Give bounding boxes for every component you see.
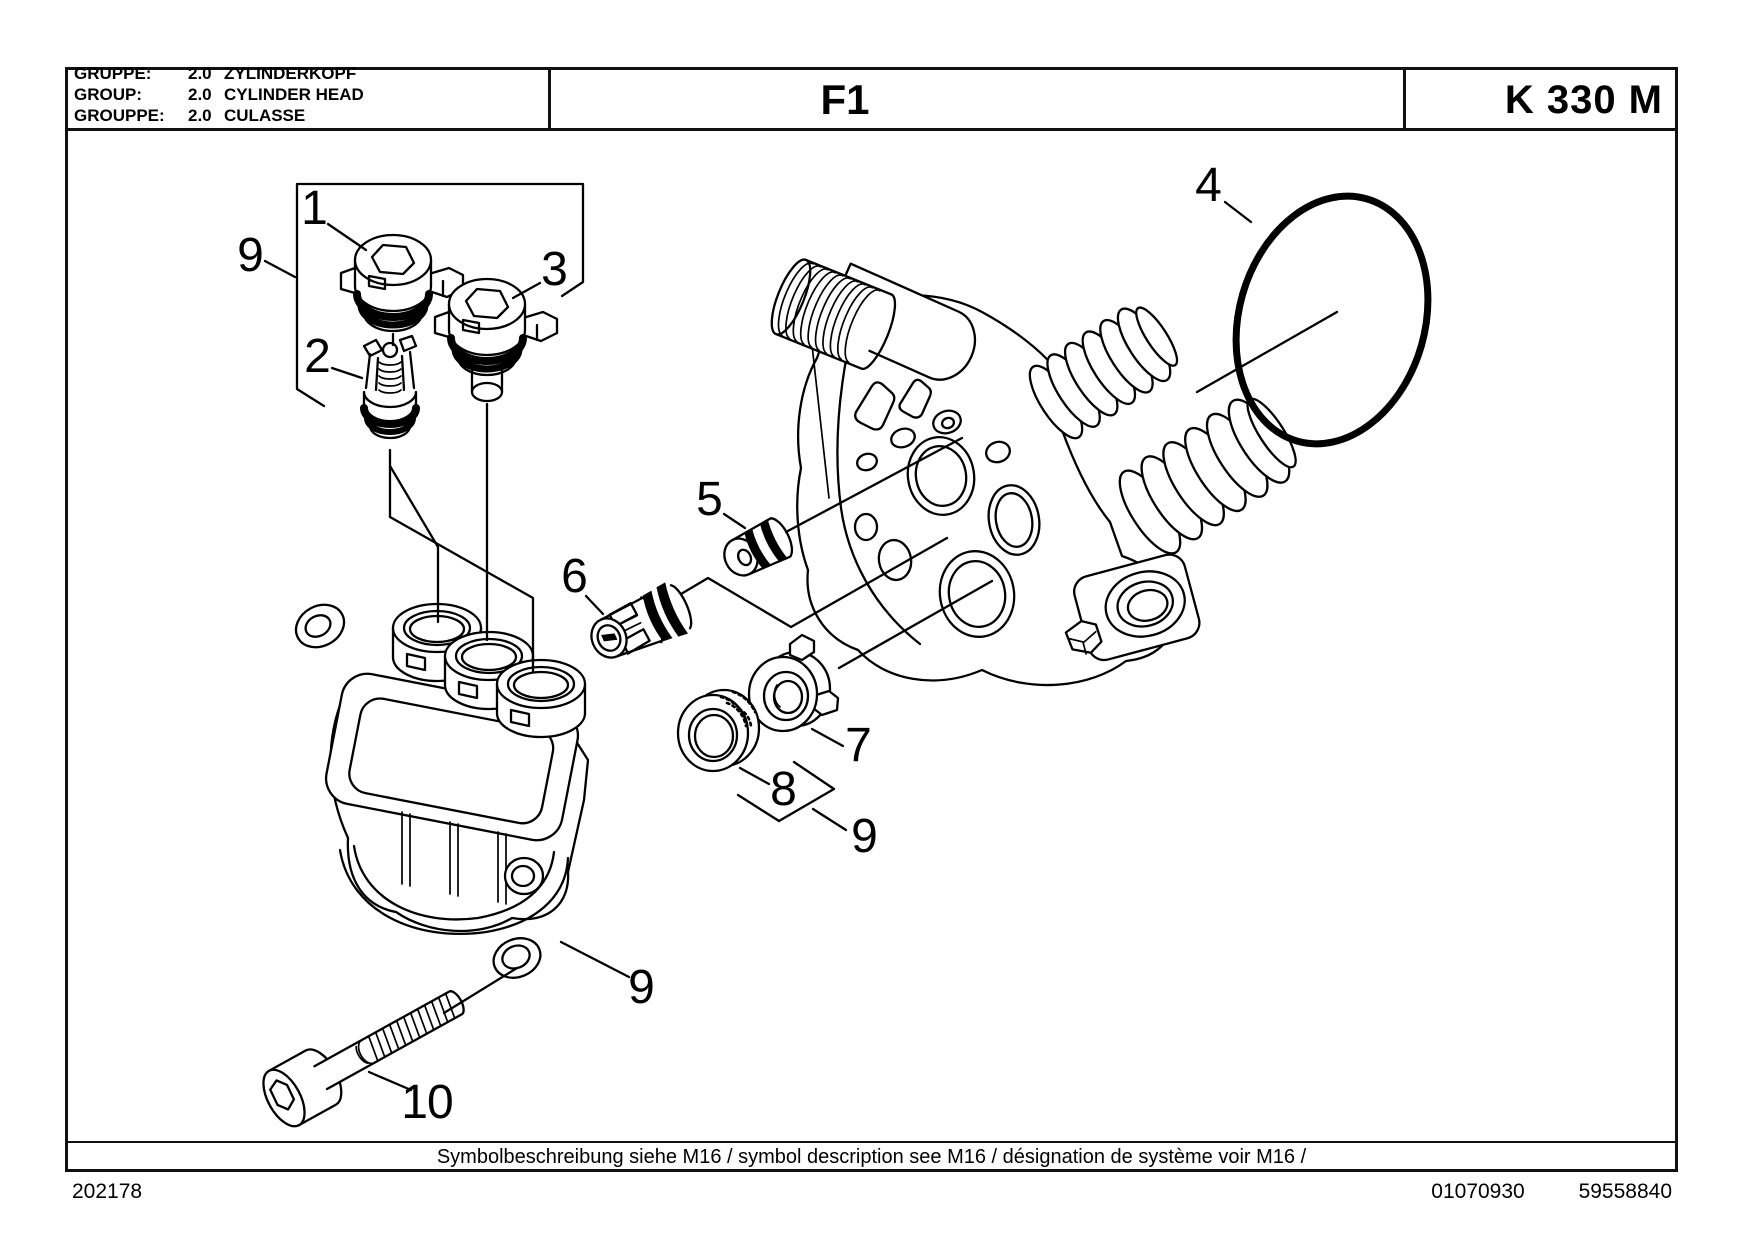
part-2-valve xyxy=(360,334,420,440)
part-3-plug-stem xyxy=(435,279,557,403)
group-code-en: 2.0 xyxy=(188,85,212,104)
group-code-fr: 2.0 xyxy=(188,106,212,125)
header-cell-divider-right xyxy=(1403,67,1406,131)
group-code-de: 2.0 xyxy=(188,64,212,83)
group-label-fr: GROUPPE: xyxy=(74,106,165,125)
document-number: 202178 xyxy=(72,1180,143,1203)
group-name-fr: CULASSE xyxy=(224,106,306,125)
group-name-en: CYLINDER HEAD xyxy=(224,85,364,104)
model-code: K 330 M xyxy=(1504,78,1663,122)
part-label-8: 8 xyxy=(770,763,797,816)
part-label-2: 2 xyxy=(304,330,331,383)
group-label-en: GROUP: xyxy=(74,85,142,104)
group-name-de: ZYLINDERKOPF xyxy=(224,64,357,83)
document-codes: 01070930 59558840 xyxy=(1100,1180,1672,1204)
part-label-4: 4 xyxy=(1195,159,1222,212)
part-4-o-ring xyxy=(1232,192,1432,448)
footer-divider xyxy=(65,1141,1678,1143)
part-label-7: 7 xyxy=(845,719,872,772)
symbol-description-note: Symbolbeschreibung siehe M16 / symbol de… xyxy=(436,1146,1307,1168)
valve-manifold-block xyxy=(294,602,590,979)
outlet-port xyxy=(1064,553,1201,662)
part-label-3: 3 xyxy=(541,243,568,296)
part-10-bolt xyxy=(262,990,465,1128)
drawing-frame xyxy=(65,67,1678,1172)
part-6-valve-cartridge xyxy=(590,582,693,659)
part-list-number: 59558840 xyxy=(1578,1180,1672,1203)
threaded-inlet-pipe xyxy=(770,258,897,370)
spring-hose-upper xyxy=(1019,300,1181,447)
part-label-9: 9 xyxy=(628,961,655,1014)
cylinder-head-body xyxy=(770,258,1302,687)
group-header-row-fr: GROUPPE: 2.0 CULASSE xyxy=(74,105,364,126)
part-label-5: 5 xyxy=(696,473,723,526)
group-header-row-en: GROUP: 2.0 CYLINDER HEAD xyxy=(74,84,364,105)
header-divider xyxy=(65,128,1678,131)
part-label-9: 9 xyxy=(851,810,878,863)
print-code: 01070930 xyxy=(1431,1180,1525,1203)
part-7-bushing xyxy=(747,633,840,733)
part-5-plug xyxy=(723,517,794,577)
leader-lines xyxy=(263,182,1339,1092)
part-label-10: 10 xyxy=(401,1076,453,1129)
header-cell-divider-left xyxy=(548,67,551,131)
group-header-row-de: GRUPPE: 2.0 ZYLINDERKOPF xyxy=(74,63,364,84)
part-label-6: 6 xyxy=(561,550,588,603)
part-label-9: 9 xyxy=(237,229,264,282)
part-8-seal-ring xyxy=(676,688,761,773)
part-label-1: 1 xyxy=(301,182,328,235)
page-code: F1 xyxy=(820,76,870,123)
group-label-de: GRUPPE: xyxy=(74,64,152,83)
